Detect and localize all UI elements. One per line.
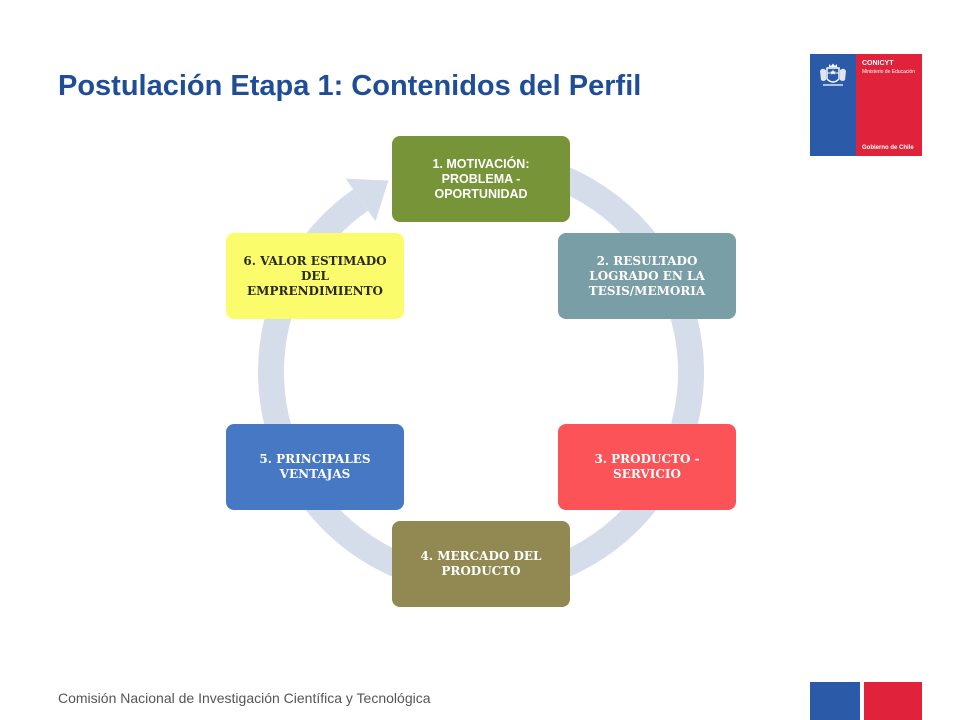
- footer-flag-red: [864, 682, 922, 720]
- cycle-node-valor: 6. VALOR ESTIMADO DEL EMPRENDIMIENTO: [226, 233, 404, 319]
- footer-institution: Comisión Nacional de Investigación Cient…: [58, 690, 431, 706]
- cycle-node-ventajas: 5. PRINCIPALES VENTAJAS: [226, 424, 404, 510]
- slide-title: Postulación Etapa 1: Contenidos del Perf…: [58, 70, 642, 102]
- cycle-node-label: 4. MERCADO DEL PRODUCTO: [420, 549, 542, 578]
- cycle-ring: [258, 149, 704, 595]
- cycle-node-label: 5. PRINCIPALES VENTAJAS: [259, 452, 371, 481]
- cycle-node-label: 1. MOTIVACIÓN: PROBLEMA - OPORTUNIDAD: [432, 156, 530, 201]
- logo-government: Gobierno de Chile: [862, 145, 914, 151]
- footer-flag-blue: [810, 682, 860, 720]
- logo-blue-panel: [810, 54, 856, 156]
- conicyt-logo: CONICYT Ministerio de Educación Gobierno…: [810, 54, 922, 156]
- cycle-node-motivacion: 1. MOTIVACIÓN: PROBLEMA - OPORTUNIDAD: [392, 136, 570, 222]
- cycle-arrowhead: [345, 178, 389, 222]
- footer-flag: [810, 682, 922, 720]
- cycle-node-mercado: 4. MERCADO DEL PRODUCTO: [392, 521, 570, 607]
- logo-red-panel: CONICYT Ministerio de Educación Gobierno…: [856, 54, 922, 156]
- cycle-node-resultado: 2. RESULTADO LOGRADO EN LA TESIS/MEMORIA: [558, 233, 736, 319]
- chile-coat-of-arms-icon: [817, 62, 849, 90]
- logo-name: CONICYT: [862, 60, 894, 67]
- logo-ministry: Ministerio de Educación: [862, 69, 916, 75]
- cycle-node-label: 6. VALOR ESTIMADO DEL EMPRENDIMIENTO: [243, 253, 387, 298]
- cycle-node-label: 3. PRODUCTO - SERVICIO: [594, 452, 700, 481]
- cycle-node-producto: 3. PRODUCTO - SERVICIO: [558, 424, 736, 510]
- cycle-node-label: 2. RESULTADO LOGRADO EN LA TESIS/MEMORIA: [588, 253, 706, 298]
